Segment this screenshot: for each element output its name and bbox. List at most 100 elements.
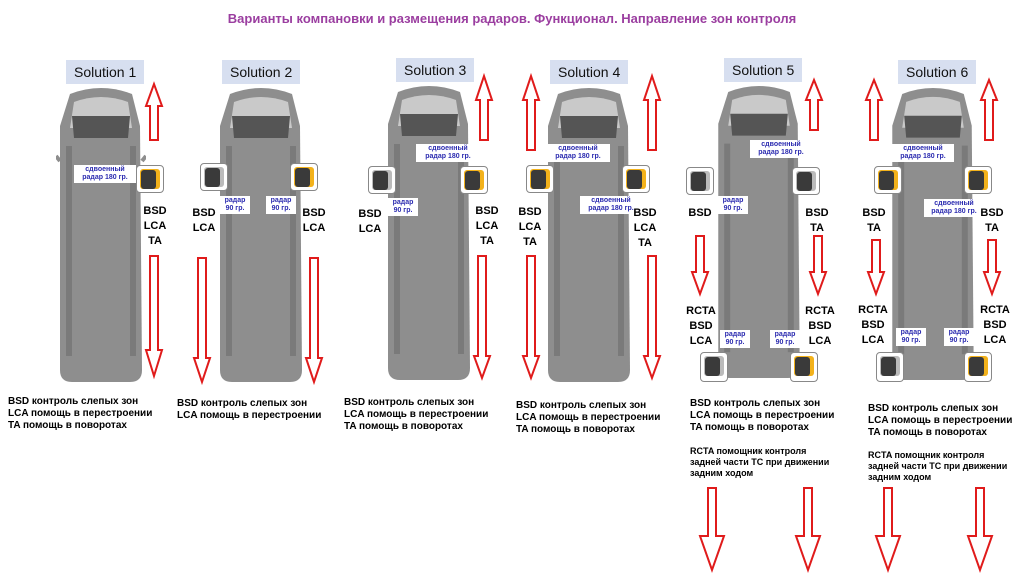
fn-bsd: BSD (862, 207, 886, 219)
solution-3-panel: Solution 3 сдвоенный радар 180 гр. радар… (340, 0, 510, 578)
fn-lca: LCA (808, 335, 832, 347)
radar-label: радар 90 гр. (720, 330, 750, 348)
zone-arrow-down (472, 255, 492, 381)
zone-arrow-down (966, 487, 994, 574)
fn-bsd: BSD (358, 208, 382, 220)
radar-label: сдвоенный радар 180 гр. (892, 144, 954, 162)
radar-sensor-icon (200, 163, 228, 191)
legend-block: BSD контроль слепых зон LCA помощь в пер… (690, 398, 834, 434)
zone-arrow-down (192, 257, 212, 386)
fn-lca: LCA (358, 223, 382, 235)
fn-ta: TA (148, 235, 162, 247)
fn-lca: LCA (633, 222, 657, 234)
radar-label: сдвоенный радар 180 гр. (580, 196, 642, 214)
fn-bsd: BSD (518, 206, 542, 218)
fn-lca: LCA (983, 334, 1007, 346)
zone-arrow-up (521, 72, 541, 151)
solution-5-panel: Solution 5 сдвоенный радар 180 гр. радар… (680, 0, 850, 578)
solution-4-label: Solution 4 (550, 60, 629, 84)
van-top-view (56, 88, 146, 382)
legend-bsd: BSD контроль слепых зон (516, 400, 647, 411)
fn-lca: LCA (302, 222, 326, 234)
radar-sensor-icon (368, 166, 396, 194)
legend-ta: TA помощь в поворотах (344, 421, 463, 432)
solution-4-panel: Solution 4 сдвоенный радар 180 гр. сдвое… (510, 0, 680, 578)
solution-3-label: Solution 3 (396, 58, 475, 82)
legend-ta: TA помощь в поворотах (8, 420, 127, 431)
solution-5-label: Solution 5 (724, 58, 803, 82)
legend-rcta: RCTA помощник контроля задней части ТС п… (690, 446, 830, 478)
zone-arrow-down (521, 255, 541, 381)
legend-bsd: BSD контроль слепых зон (690, 398, 821, 409)
van-top-view (220, 88, 302, 382)
zone-arrow-down (874, 487, 902, 574)
fn-rcta: RCTA (858, 304, 888, 316)
zone-arrow-down (144, 255, 164, 380)
radar-sensor-icon (136, 165, 164, 193)
fn-rcta: RCTA (686, 305, 716, 317)
zone-arrow-up (642, 72, 662, 151)
legend-lca: LCA помощь в перестроении (690, 410, 835, 421)
fn-bsd: BSD (633, 207, 657, 219)
radar-sensor-icon (876, 352, 904, 382)
radar-label: сдвоенный радар 180 гр. (416, 144, 480, 162)
fn-lca: LCA (143, 220, 167, 232)
radar-sensor-icon (874, 166, 902, 194)
legend-bsd: BSD контроль слепых зон (177, 398, 308, 409)
radar-sensor-icon (290, 163, 318, 191)
zone-arrow-down (304, 257, 324, 386)
fn-bsd: BSD (983, 319, 1007, 331)
zone-arrow-down (642, 255, 662, 381)
fn-ta: TA (638, 237, 652, 249)
zone-arrow-down (690, 235, 710, 297)
legend-block: BSD контроль слепых зон LCA помощь в пер… (8, 396, 152, 432)
radar-label: радар 90 гр. (718, 196, 748, 214)
legend-lca: LCA помощь в перестроении (868, 415, 1013, 426)
fn-lca: LCA (689, 335, 713, 347)
fn-ta: TA (480, 235, 494, 247)
fn-bsd: BSD (302, 207, 326, 219)
fn-bsd: BSD (192, 207, 216, 219)
fn-lca: LCA (475, 220, 499, 232)
zone-arrow-up (979, 77, 999, 141)
zone-arrow-down (794, 487, 822, 574)
radar-label: радар 90 гр. (388, 198, 418, 216)
radar-sensor-icon (622, 165, 650, 193)
fn-ta: TA (810, 222, 824, 234)
fn-bsd: BSD (980, 207, 1004, 219)
zone-arrow-down (982, 239, 1002, 297)
legend-lca: LCA помощь в перестроении (516, 412, 661, 423)
radar-label: сдвоенный радар 180 гр. (546, 144, 610, 162)
radar-label: сдвоенный радар 180 гр. (74, 165, 136, 183)
solution-2-panel: Solution 2 радар 90 гр. радар 90 гр. BSD… (170, 0, 340, 578)
van-top-view (718, 85, 800, 379)
solution-6-label: Solution 6 (898, 60, 977, 84)
zone-arrow-down (866, 239, 886, 297)
radar-sensor-icon (700, 352, 728, 382)
fn-bsd: BSD (861, 319, 885, 331)
fn-bsd: BSD (689, 320, 713, 332)
legend-ta: TA помощь в поворотах (516, 424, 635, 435)
radar-label: радар 90 гр. (266, 196, 296, 214)
radar-label: сдвоенный радар 180 гр. (924, 199, 984, 217)
legend-block: BSD контроль слепых зон LCA помощь в пер… (177, 398, 321, 422)
legend-lca: LCA помощь в перестроении (344, 409, 489, 420)
fn-ta: TA (523, 236, 537, 248)
legend-block: BSD контроль слепых зон LCA помощь в пер… (868, 403, 1012, 439)
legend-bsd: BSD контроль слепых зон (344, 397, 475, 408)
solution-1-panel: Solution 1 сдвоенный радар 180 гр. BSD L… (0, 0, 170, 578)
radar-label: радар 90 гр. (220, 196, 250, 214)
fn-rcta: RCTA (805, 305, 835, 317)
radar-sensor-icon (964, 166, 992, 194)
fn-lca: LCA (192, 222, 216, 234)
fn-ta: TA (867, 222, 881, 234)
fn-bsd: BSD (805, 207, 829, 219)
radar-label: радар 90 гр. (944, 328, 974, 346)
zone-arrow-down (808, 235, 828, 297)
legend-ta: TA помощь в поворотах (868, 427, 987, 438)
radar-sensor-icon (686, 167, 714, 195)
fn-lca: LCA (518, 221, 542, 233)
radar-sensor-icon (792, 167, 820, 195)
fn-lca: LCA (861, 334, 885, 346)
